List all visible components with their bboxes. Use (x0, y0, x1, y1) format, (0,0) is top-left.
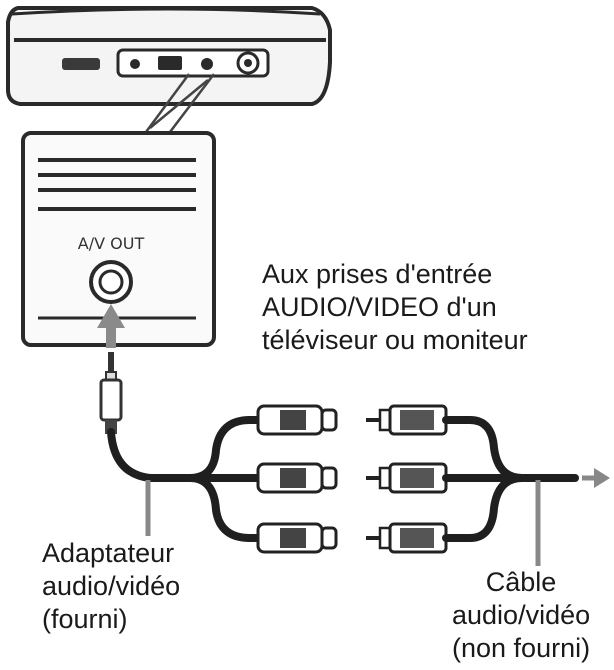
zoom-callout (144, 73, 215, 133)
av-out-jack-icon (201, 58, 213, 70)
adapter-cable (107, 416, 266, 542)
destination-label: Aux prises d'entrée AUDIO/VIDEO d'un tél… (262, 258, 528, 357)
leader-lines (145, 480, 541, 566)
rca-jack-bottom-icon (256, 522, 338, 554)
mini-plug-icon (99, 352, 123, 434)
adapter-label-line-3: (fourni) (42, 604, 128, 634)
port-label: A/V OUT (78, 234, 145, 253)
cable-label-line-3: (non fourni) (452, 633, 591, 663)
phones-jack-icon (130, 59, 140, 69)
cable-label: Câble audio/vidéo (non fourni) (452, 566, 590, 665)
dc-in-jack-icon (62, 58, 100, 70)
destination-label-line-3: téléviseur ou moniteur (262, 325, 528, 355)
usb-port-icon (158, 56, 182, 70)
cable-label-line-1: Câble (485, 567, 557, 597)
adapter-label-line-1: Adaptateur (42, 538, 175, 568)
plug-in-arrow-icon (97, 304, 125, 348)
dvd-player-device (6, 6, 332, 106)
rca-jack-middle-icon (256, 462, 338, 494)
rca-plug-bottom-icon (366, 522, 448, 554)
adapter-label-line-2: audio/vidéo (42, 571, 181, 601)
adapter-label: Adaptateur audio/vidéo (fourni) (42, 537, 180, 636)
rca-plug-top-icon (366, 404, 448, 436)
destination-label-line-2: AUDIO/VIDEO d'un (262, 292, 497, 322)
port-strip (116, 48, 270, 78)
av-out-panel: A/V OUT (21, 131, 216, 347)
to-tv-arrow-icon (582, 468, 610, 488)
cable-label-line-2: audio/vidéo (452, 600, 591, 630)
rca-plug-middle-icon (366, 462, 448, 494)
rca-jack-top-icon (256, 404, 338, 436)
dc-input-icon (236, 51, 260, 75)
av-cable (442, 416, 579, 542)
destination-label-line-1: Aux prises d'entrée (262, 259, 493, 289)
